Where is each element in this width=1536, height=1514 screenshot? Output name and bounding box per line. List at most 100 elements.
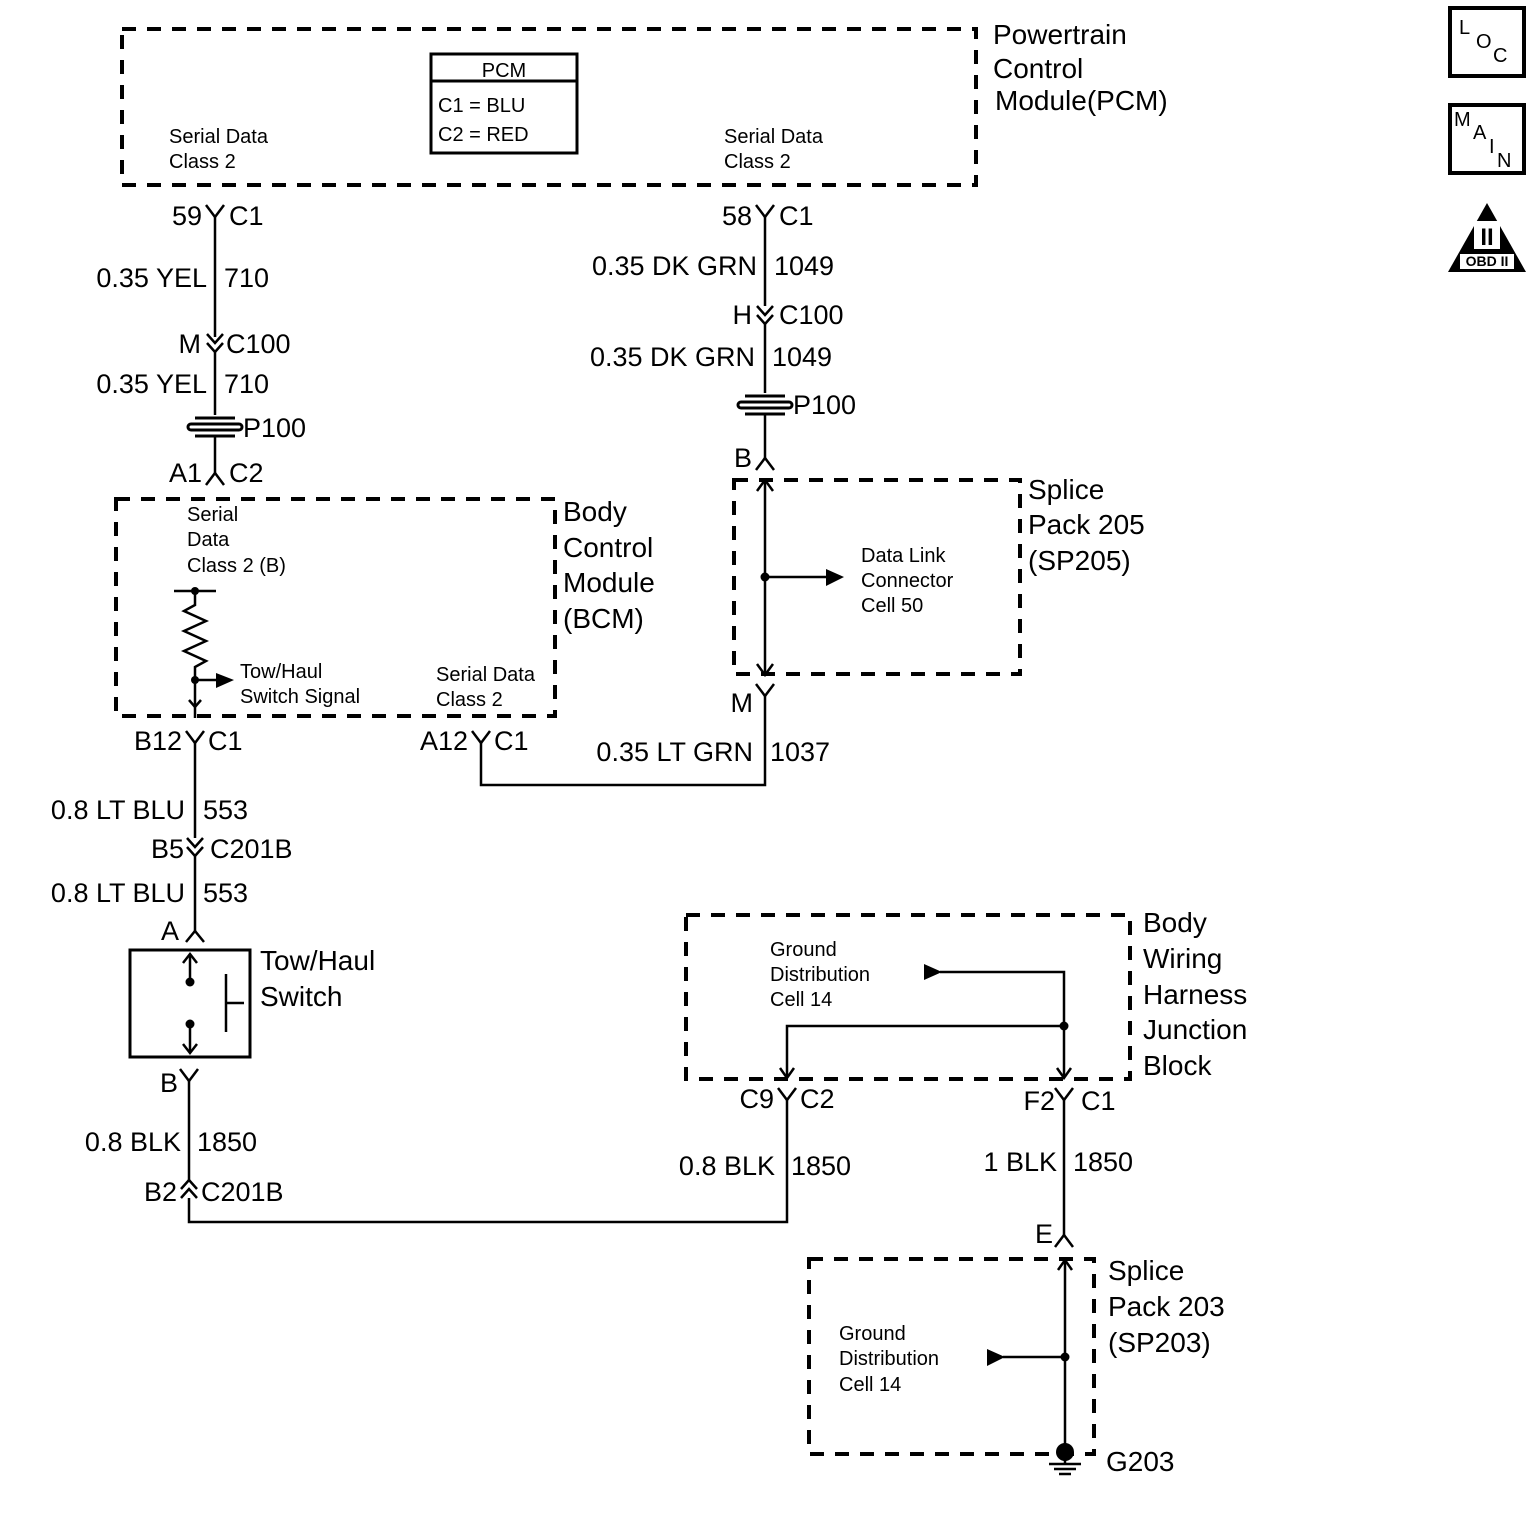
sp205-pin-m: M — [731, 688, 754, 718]
wire-553-circuit-b: 553 — [203, 878, 248, 908]
sp205-ref-3: Cell 50 — [861, 595, 923, 617]
pcm-inner-title: PCM — [482, 60, 526, 82]
svg-text:II: II — [1480, 224, 1493, 251]
tow-signal-1: Tow/Haul — [240, 661, 322, 683]
tow-signal-2: Switch Signal — [240, 686, 360, 708]
svg-text:A: A — [1473, 122, 1487, 144]
pcm-pin-58: 58 — [722, 201, 752, 231]
wire-1049-gauge-b: 0.35 DK GRN — [590, 342, 755, 372]
bcm-conn-b12: C1 — [208, 726, 243, 756]
pcm-title-3: Module(PCM) — [995, 85, 1168, 116]
bcm-serial-2: Class 2 — [436, 689, 503, 711]
pcm-title-2: Control — [993, 53, 1083, 84]
circuit-553: B12 C1 0.8 LT BLU 553 B5 C201B 0.8 LT BL… — [51, 726, 293, 946]
sp203-title-2: Pack 203 — [1108, 1291, 1225, 1322]
wire-1850-circuit-b: 1850 — [791, 1151, 851, 1181]
pcm-left-signal-1: Serial Data — [169, 126, 269, 148]
wire-710-circuit-a: 710 — [224, 263, 269, 293]
p100-right-symbol — [736, 394, 794, 416]
bwhjb-pin-c9: C9 — [739, 1084, 774, 1114]
pcm-c2-color: C2 = RED — [438, 124, 529, 146]
sp205-ref-2: Connector — [861, 570, 954, 592]
circuit-1850: 0.8 BLK 1850 B2 C201B 0.8 BLK 1850 — [85, 1081, 851, 1224]
splice-pack-205: Data Link Connector Cell 50 Splice Pack … — [731, 474, 1145, 718]
sp205-ref-1: Data Link — [861, 545, 946, 567]
bcm-conn-c2: C2 — [229, 458, 264, 488]
svg-text:OBD II: OBD II — [1466, 253, 1509, 269]
bwhjb-title-4: Junction — [1143, 1014, 1247, 1045]
main-icon[interactable]: M A I N — [1448, 103, 1526, 175]
circuit-1049: 58 C1 0.35 DK GRN 1049 H C100 0.35 DK GR… — [590, 201, 856, 473]
c201b-pin-b5: B5 — [151, 834, 184, 864]
c100-left-label: C100 — [226, 329, 291, 359]
bwhjb-conn-c2: C2 — [800, 1084, 835, 1114]
wire-1850-gauge-b: 0.8 BLK — [679, 1151, 775, 1181]
bwhjb-pin-f2: F2 — [1023, 1086, 1055, 1116]
pcm-module: PCM C1 = BLU C2 = RED Serial Data Class … — [120, 19, 1168, 187]
svg-text:I: I — [1489, 136, 1495, 158]
bwhjb-ref-2: Distribution — [770, 964, 870, 986]
c100-right-label: C100 — [779, 300, 844, 330]
wire-1850-circuit-c: 1850 — [1073, 1147, 1133, 1177]
c201b-label: C201B — [210, 834, 293, 864]
bwhjb-title-1: Body — [1143, 907, 1207, 938]
bcm-signal-2: Data — [187, 529, 230, 551]
sp203-ref-2: Distribution — [839, 1348, 939, 1370]
wire-1049-circuit-a: 1049 — [774, 251, 834, 281]
bcm-serial-1: Serial Data — [436, 664, 536, 686]
bwhjb-title-3: Harness — [1143, 979, 1247, 1010]
circuit-1850-sp203: 1 BLK 1850 E — [983, 1100, 1133, 1249]
body-wiring-harness-junction-block: Ground Distribution Cell 14 Body Wiring … — [684, 907, 1247, 1116]
splice-pack-203: Ground Distribution Cell 14 G203 Splice … — [807, 1255, 1225, 1477]
pcm-right-signal-2: Class 2 — [724, 151, 791, 173]
switch-pin-b: B — [160, 1068, 178, 1098]
wire-553-gauge-a: 0.8 LT BLU — [51, 795, 185, 825]
bwhjb-ref-1: Ground — [770, 939, 837, 961]
obd-ii-icon[interactable]: II OBD II — [1448, 203, 1526, 272]
bwhjb-ref-arrow — [924, 964, 942, 980]
sp205-ref-arrow — [826, 569, 844, 586]
bwhjb-title-2: Wiring — [1143, 943, 1222, 974]
bcm-pin-a12: A12 — [420, 726, 468, 756]
sp205-title-1: Splice — [1028, 474, 1104, 505]
bcm-title-1: Body — [563, 496, 627, 527]
bcm-signal-3: Class 2 (B) — [187, 555, 286, 577]
bwhjb-conn-c1: C1 — [1081, 1086, 1116, 1116]
wire-1049-circuit-b: 1049 — [772, 342, 832, 372]
bcm-title-4: (BCM) — [563, 603, 644, 634]
c100-right-pin: H — [733, 300, 753, 330]
svg-text:O: O — [1476, 31, 1492, 53]
bcm-title-2: Control — [563, 532, 653, 563]
pcm-c1-color: C1 = BLU — [438, 95, 525, 117]
circuit-710: 59 C1 0.35 YEL 710 M C100 0.35 YEL 710 P… — [96, 201, 306, 488]
p100-right-label: P100 — [793, 390, 856, 420]
svg-text:M: M — [1454, 109, 1471, 131]
p100-left-label: P100 — [243, 413, 306, 443]
sp205-title-3: (SP205) — [1028, 545, 1131, 576]
wire-1037-gauge: 0.35 LT GRN — [596, 737, 753, 767]
wire-553-gauge-b: 0.8 LT BLU — [51, 878, 185, 908]
switch-pin-a: A — [161, 916, 179, 946]
tow-haul-switch: Tow/Haul Switch B — [128, 945, 375, 1098]
wire-710-gauge-b: 0.35 YEL — [96, 369, 207, 399]
loc-icon[interactable]: L O C — [1448, 6, 1526, 78]
bcm-title-3: Module — [563, 567, 655, 598]
sp205-pin-b: B — [734, 443, 752, 473]
pcm-left-signal-2: Class 2 — [169, 151, 236, 173]
c100-left-pin: M — [179, 329, 202, 359]
wire-1850-circuit-a: 1850 — [197, 1127, 257, 1157]
svg-text:C: C — [1493, 45, 1507, 67]
pcm-conn-left: C1 — [229, 201, 264, 231]
c201b2-pin-b2: B2 — [144, 1177, 177, 1207]
wire-1049-gauge-a: 0.35 DK GRN — [592, 251, 757, 281]
pullup-resistor — [180, 591, 210, 718]
wire-1850-gauge-c: 1 BLK — [983, 1147, 1057, 1177]
c201b2-label: C201B — [201, 1177, 284, 1207]
bcm-pin-b12: B12 — [134, 726, 182, 756]
sp205-title-2: Pack 205 — [1028, 509, 1145, 540]
pcm-title-1: Powertrain — [993, 19, 1127, 50]
pcm-conn-right: C1 — [779, 201, 814, 231]
bwhjb-title-5: Block — [1143, 1050, 1212, 1081]
bcm-conn-a12: C1 — [494, 726, 529, 756]
